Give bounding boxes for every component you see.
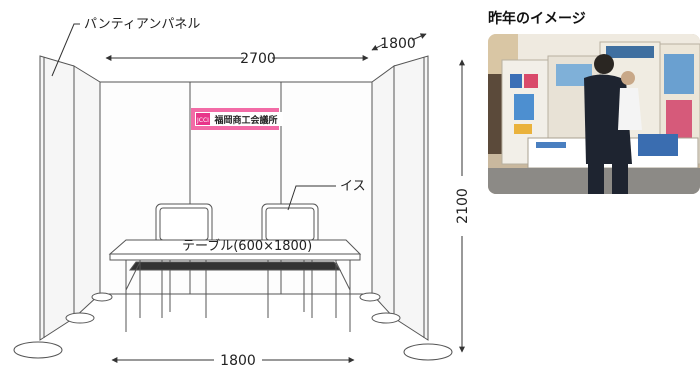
- left-side-panels: [39, 55, 101, 341]
- width-dimension: 2700: [240, 51, 276, 67]
- photo-title: 昨年のイメージ: [488, 11, 586, 27]
- sign: JCCI 福岡商工会議所: [191, 108, 283, 130]
- leader-lines: [51, 23, 336, 211]
- booth-photo: [488, 34, 700, 194]
- right-side-panels: [371, 55, 429, 341]
- chair-label: イス: [340, 179, 366, 194]
- table-width-dimension: 1800: [220, 353, 256, 368]
- panel-feet: [13, 292, 453, 361]
- dimension-lines: [105, 33, 465, 363]
- table-label: テーブル(600×1800): [182, 238, 312, 254]
- depth-dimension: 1800: [380, 36, 416, 52]
- sign-text: 福岡商工会議所: [213, 114, 277, 126]
- table: [108, 239, 362, 332]
- sign-logo: JCCI: [196, 117, 209, 124]
- panel-label: パンティアンパネル: [84, 17, 200, 32]
- height-dimension: 2100: [455, 188, 471, 224]
